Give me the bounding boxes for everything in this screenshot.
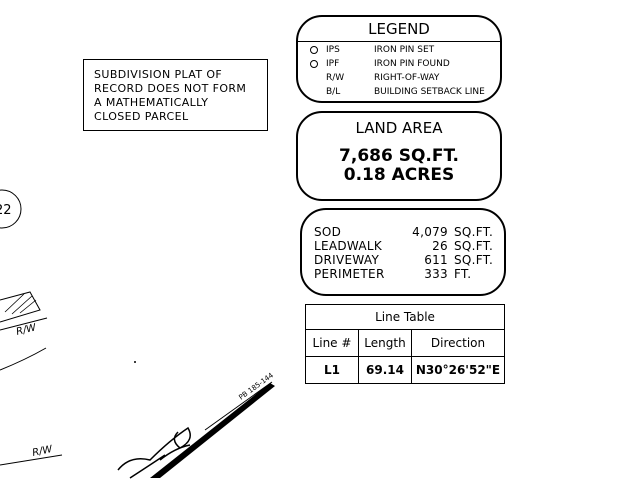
curve-line — [0, 347, 47, 371]
point-mark — [134, 361, 136, 363]
circle-icon — [310, 46, 318, 54]
note-line: CLOSED PARCEL — [94, 110, 189, 123]
area-value: 333 — [424, 267, 448, 281]
area-unit: FT. — [454, 267, 472, 281]
area-value: 26 — [432, 239, 448, 253]
area-value: 611 — [424, 253, 448, 267]
area-label: PERIMETER — [314, 267, 385, 281]
bearing-line — [204, 381, 273, 431]
subdivision-note: SUBDIVISION PLAT OF RECORD DOES NOT FORM… — [83, 59, 268, 131]
circle-icon — [310, 60, 318, 68]
land-area-box: LAND AREA 7,686 SQ.FT. 0.18 ACRES — [296, 111, 502, 201]
line-table-header: Direction — [411, 329, 505, 357]
line-table-header: Line # — [305, 329, 359, 357]
area-label: DRIVEWAY — [314, 253, 380, 267]
note-line: SUBDIVISION PLAT OF — [94, 68, 223, 81]
area-unit: SQ.FT. — [454, 225, 494, 239]
note-line: RECORD DOES NOT FORM — [94, 82, 247, 95]
land-area-sqft: 7,686 SQ.FT. — [339, 146, 459, 166]
area-label: LEADWALK — [314, 239, 383, 253]
line-table-title: Line Table — [305, 304, 505, 330]
legend-abbr: B/L — [326, 87, 341, 97]
legend-title: LEGEND — [298, 17, 500, 42]
area-label: SOD — [314, 225, 342, 239]
line-table-cell: L1 — [305, 356, 359, 384]
legend-desc: RIGHT-OF-WAY — [374, 73, 440, 83]
hatch-lines — [4, 293, 37, 315]
land-area-title: LAND AREA — [355, 119, 443, 137]
area-unit: SQ.FT. — [454, 253, 494, 267]
legend-desc: IRON PIN SET — [374, 45, 435, 55]
legend-abbr: R/W — [326, 73, 345, 83]
lot-number: 22 — [0, 203, 12, 218]
right-of-way-line-1 — [0, 317, 48, 331]
rw-label-2: R/W — [31, 444, 54, 459]
line-table: Line Table Line # Length Direction L1 69… — [305, 304, 505, 384]
curl-symbol — [117, 426, 191, 479]
note-line: A MATHEMATICALLY — [94, 96, 209, 109]
bearing-arrow — [150, 383, 275, 478]
right-of-way-line-2 — [0, 454, 63, 466]
rw-label-1: R/W — [15, 322, 38, 338]
line-table-header: Length — [358, 329, 412, 357]
lot-number-circle — [0, 189, 22, 229]
legend-desc: IRON PIN FOUND — [374, 59, 450, 69]
legend-abbr: IPS — [326, 45, 340, 55]
line-table-cell: N30°26'52"E — [411, 356, 505, 384]
area-value: 4,079 — [412, 225, 448, 239]
line-table-cell: 69.14 — [358, 356, 412, 384]
area-breakdown-box: SOD 4,079 SQ.FT. LEADWALK 26 SQ.FT. DRIV… — [300, 208, 506, 296]
legend-box: LEGEND IPS IRON PIN SET IPF IRON PIN FOU… — [296, 15, 502, 103]
legend-desc: BUILDING SETBACK LINE — [374, 87, 485, 97]
legend-abbr: IPF — [326, 59, 340, 69]
area-unit: SQ.FT. — [454, 239, 494, 253]
land-area-acres: 0.18 ACRES — [343, 165, 455, 185]
